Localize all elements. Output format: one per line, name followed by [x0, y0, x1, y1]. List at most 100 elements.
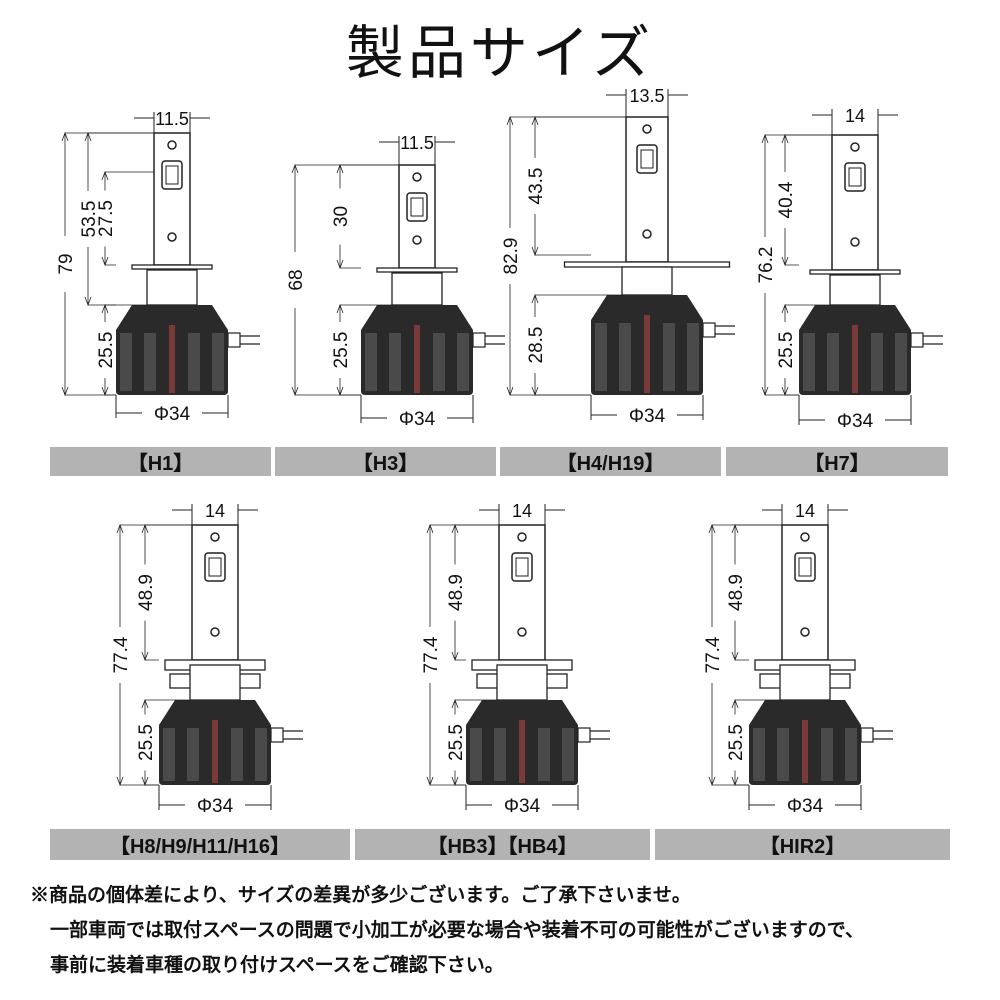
width-dimension: 14	[845, 106, 865, 126]
cable	[873, 730, 893, 740]
height-dimension: 30	[331, 206, 352, 227]
led-chip-inner	[798, 557, 812, 577]
dimension-line	[479, 504, 565, 525]
flange	[809, 269, 901, 275]
led-board	[191, 524, 239, 661]
heatsink-fin	[457, 333, 469, 391]
diameter-dimension: Φ34	[787, 796, 824, 817]
dimension-line	[379, 136, 455, 165]
label-h7: 【H7】	[726, 447, 948, 476]
dimension-line	[426, 523, 499, 787]
led-chip-inner	[848, 167, 862, 187]
flange	[563, 261, 731, 268]
led-chip	[794, 552, 816, 582]
heatsink-fin	[494, 728, 506, 781]
height-dimension: 28.5	[526, 327, 547, 364]
dimension-line	[781, 303, 832, 397]
led-chip	[406, 192, 428, 222]
dimension-line	[812, 109, 898, 135]
dimension-line	[141, 523, 192, 662]
flange	[376, 267, 458, 273]
led-chip	[636, 144, 658, 174]
cable	[283, 730, 303, 740]
screw-icon	[517, 627, 527, 637]
led-board	[153, 132, 191, 266]
dimension-line	[731, 698, 782, 787]
width-dimension: 14	[205, 501, 225, 521]
height-dimension: 82.9	[501, 238, 522, 275]
heatsink-fin	[212, 333, 224, 391]
label-hir2: 【HIR2】	[655, 829, 950, 860]
led-chip-inner	[208, 557, 222, 577]
height-dimension: 25.5	[331, 332, 352, 369]
height-dimension: 77.4	[421, 636, 442, 673]
heatsink-fin	[389, 333, 401, 391]
note-line-3: 事前に装着車種の取り付けスペースをご確認下さい。	[50, 955, 504, 976]
heatsink-fin	[821, 728, 833, 781]
diameter-dimension: Φ34	[154, 404, 191, 425]
connector	[472, 332, 486, 348]
heatsink-fin	[845, 728, 857, 781]
fan-slot	[644, 315, 650, 393]
neck	[391, 272, 443, 306]
dimension-line	[531, 115, 626, 257]
height-dimension: 48.9	[446, 574, 467, 611]
led-board	[625, 116, 669, 263]
heatsink-fin	[777, 728, 789, 781]
heatsink-fin	[255, 728, 267, 781]
cable	[590, 730, 610, 740]
heatsink-fin	[231, 728, 243, 781]
heatsink-fin	[120, 333, 132, 391]
heatsink-fin	[433, 333, 445, 391]
note-line-1: ※商品の個体差により、サイズの差異が多少ございます。ご了承下さいませ。	[30, 885, 691, 906]
height-dimension: 77.4	[111, 636, 132, 673]
label-h3: 【H3】	[275, 447, 496, 476]
height-dimension: 76.2	[756, 247, 777, 284]
height-dimension: 25.5	[96, 332, 117, 369]
heatsink-fin	[595, 323, 607, 391]
fan-slot	[519, 720, 525, 783]
screw-icon	[642, 229, 652, 239]
label-h8: 【H8/H9/H11/H16】	[50, 829, 350, 860]
screw-icon	[850, 237, 860, 247]
fan-slot	[802, 720, 808, 783]
cable	[715, 325, 735, 335]
heatsink-fin	[187, 728, 199, 781]
screw-icon	[167, 140, 177, 150]
led-chip-inner	[640, 149, 654, 169]
dimension-line	[336, 303, 399, 397]
screw-icon	[412, 235, 422, 245]
diameter-dimension: Φ34	[197, 796, 234, 817]
screw-icon	[412, 172, 422, 182]
fan-slot	[169, 325, 175, 393]
led-board	[781, 524, 829, 661]
height-dimension: 43.5	[526, 168, 547, 205]
screw-icon	[800, 532, 810, 542]
neck	[621, 266, 673, 296]
dimension-line	[141, 698, 192, 787]
cable	[240, 335, 260, 345]
label-h1: 【H1】	[50, 447, 271, 476]
heatsink-fin	[188, 333, 200, 391]
heatsink-fin	[895, 333, 907, 391]
width-dimension: 11.5	[155, 109, 189, 129]
neck	[829, 274, 881, 306]
led-chip-inner	[515, 557, 529, 577]
heatsink-fin	[753, 728, 765, 781]
dimension-line	[708, 523, 782, 787]
width-dimension: 11.5	[400, 133, 434, 153]
dimension-line	[451, 698, 499, 787]
height-dimension: 68	[286, 269, 307, 290]
diameter-dimension: Φ34	[399, 409, 436, 430]
led-board	[831, 134, 879, 271]
neck	[189, 664, 241, 701]
screw-icon	[210, 627, 220, 637]
neck	[146, 269, 198, 306]
dimension-line	[761, 133, 832, 397]
dimension-line	[360, 395, 474, 423]
